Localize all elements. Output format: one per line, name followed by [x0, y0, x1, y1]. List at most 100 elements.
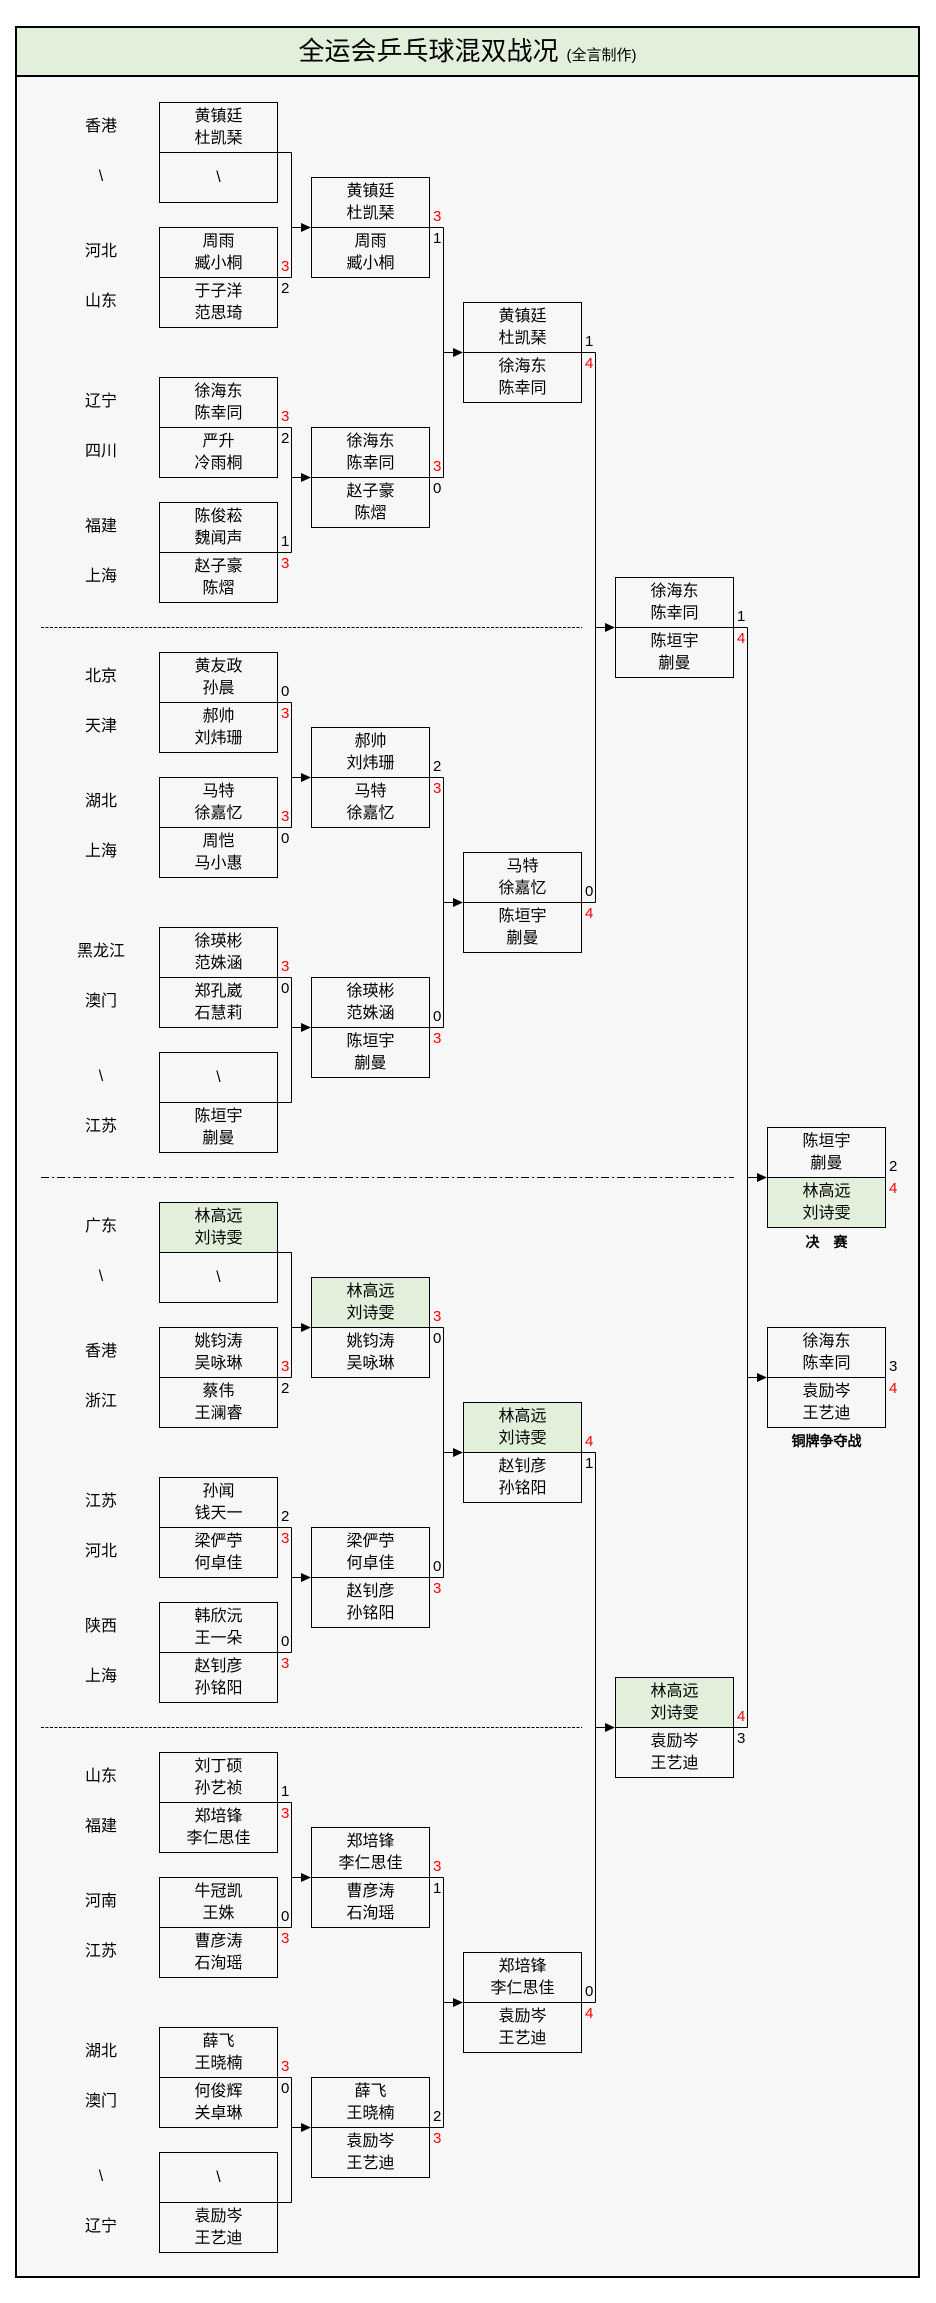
score: 2 [281, 1380, 290, 1397]
team-cell: 赵钊彦孙铭阳 [464, 1453, 581, 1502]
winner-score: 3 [281, 555, 290, 572]
final-label: 决 赛 [805, 1234, 848, 1250]
match-box-quarterfinal: 马特徐嘉忆陈垣宇蒯曼 [463, 852, 582, 953]
player-name: 梁俨苧 [346, 1532, 395, 1550]
winner-score: 4 [585, 905, 594, 922]
region-label: 四川 [84, 443, 117, 460]
player-name: 陈垣宇 [802, 1132, 851, 1150]
region-label: 河北 [84, 1543, 117, 1560]
team-cell: 曹彦涛石洵瑶 [160, 1928, 277, 1977]
score: 2 [433, 2108, 442, 2125]
winner-score: 4 [737, 630, 746, 647]
winner-score: 3 [433, 1858, 442, 1875]
team-cell: 严升冷雨桐 [160, 428, 277, 477]
arrow-right-icon [301, 223, 311, 232]
player-name: 刘诗雯 [194, 1229, 243, 1247]
player-name: 陈垣宇 [498, 907, 547, 925]
match-box-round-of-32: 薛飞王晓楠何俊辉关卓琳 [159, 2027, 278, 2128]
player-name: 吴咏琳 [346, 1354, 395, 1372]
player-name: 陈熠 [202, 579, 235, 597]
player-name: 陈熠 [354, 504, 387, 522]
score: 2 [433, 758, 442, 775]
winner-score: 3 [433, 2130, 442, 2147]
team-cell: 周恺马小惠 [160, 828, 277, 877]
winner-score: 4 [889, 1180, 898, 1197]
player-name: 王晓楠 [346, 2104, 395, 2122]
player-name: 冷雨桐 [194, 454, 243, 472]
region-label: \ [98, 2168, 104, 2185]
region-label: 湖北 [84, 793, 117, 810]
score: 2 [281, 280, 290, 297]
player-name: 刘诗雯 [346, 1304, 395, 1322]
team-cell: 黄镇廷杜凯琹 [160, 103, 277, 153]
player-name: 王艺迪 [802, 1404, 851, 1422]
winner-score: 3 [281, 1930, 290, 1947]
player-name: 陈垣宇 [194, 1107, 243, 1125]
player-name: 郑培锋 [346, 1832, 395, 1850]
match-box-round-of-32: 牛冠凯王姝曹彦涛石洵瑶 [159, 1877, 278, 1978]
team-cell: 牛冠凯王姝 [160, 1878, 277, 1928]
arrow-right-icon [605, 623, 615, 632]
player-name: 陈幸同 [650, 604, 699, 622]
team-cell: 赵子豪陈熠 [312, 478, 429, 527]
player-name: 蔡伟 [202, 1382, 235, 1400]
arrow-right-icon [757, 1373, 767, 1382]
player-name: 孙铭阳 [498, 1479, 547, 1497]
player-name: 蒯曼 [202, 1129, 235, 1147]
player-name: 杜凯琹 [194, 129, 243, 147]
player-name: 徐嘉忆 [346, 804, 395, 822]
player-name: 袁励岑 [650, 1732, 699, 1750]
player-name: 牛冠凯 [194, 1882, 243, 1900]
player-name: 陈垣宇 [346, 1032, 395, 1050]
match-box-round-of-32: 黄友政孙晨郝帅刘炜珊 [159, 652, 278, 753]
team-cell: 马特徐嘉忆 [464, 853, 581, 903]
region-label: 辽宁 [84, 393, 117, 410]
score: 2 [281, 430, 290, 447]
winner-score: 3 [433, 780, 442, 797]
team-cell: 马特徐嘉忆 [160, 778, 277, 828]
winner-score: 3 [433, 1308, 442, 1325]
winner-score: 3 [281, 958, 290, 975]
score: 1 [737, 608, 746, 625]
region-label: 湖北 [84, 2043, 117, 2060]
team-cell: 林高远刘诗雯 [616, 1678, 733, 1728]
match-box-round-of-32: \陈垣宇蒯曼 [159, 1052, 278, 1153]
team-cell: 郑孔崴石慧莉 [160, 978, 277, 1027]
player-name: 孙铭阳 [346, 1604, 395, 1622]
player-name: 袁励岑 [802, 1382, 851, 1400]
player-name: 赵钊彦 [498, 1457, 547, 1475]
winner-score: 3 [281, 808, 290, 825]
player-name: 薛飞 [202, 2032, 235, 2050]
score: 1 [585, 1455, 594, 1472]
team-cell: 赵子豪陈熠 [160, 553, 277, 602]
player-name: 周恺 [202, 832, 235, 850]
region-label: 陕西 [84, 1618, 117, 1635]
score: 1 [281, 533, 290, 550]
player-name: 袁励岑 [498, 2007, 547, 2025]
player-name: 袁励岑 [346, 2132, 395, 2150]
player-name: 郝帅 [354, 732, 387, 750]
team-cell: 孙闻钱天一 [160, 1478, 277, 1528]
player-name: 徐嘉忆 [498, 879, 547, 897]
region-label: 江苏 [84, 1493, 117, 1510]
region-label: 山东 [84, 293, 117, 310]
team-cell: 徐海东陈幸同 [312, 428, 429, 478]
match-box-round-of-16: 林高远刘诗雯姚钧涛吴咏琳 [311, 1277, 430, 1378]
winner-score: 3 [433, 208, 442, 225]
player-name: 钱天一 [194, 1504, 243, 1522]
team-cell: 袁励岑王艺迪 [464, 2003, 581, 2052]
player-name: 黄镇廷 [346, 182, 395, 200]
player-name: 王艺迪 [650, 1754, 699, 1772]
team-cell: 薛飞王晓楠 [312, 2078, 429, 2128]
region-label: \ [98, 168, 104, 185]
team-cell: 林高远刘诗雯 [768, 1178, 885, 1227]
player-name: 林高远 [498, 1407, 547, 1425]
score: 0 [433, 1558, 442, 1575]
region-label: \ [98, 1068, 104, 1085]
winner-score: 3 [281, 2058, 290, 2075]
arrow-right-icon [453, 898, 463, 907]
winner-score: 4 [737, 1708, 746, 1725]
player-name: 臧小桐 [346, 254, 395, 272]
player-name: 郑孔崴 [194, 982, 243, 1000]
